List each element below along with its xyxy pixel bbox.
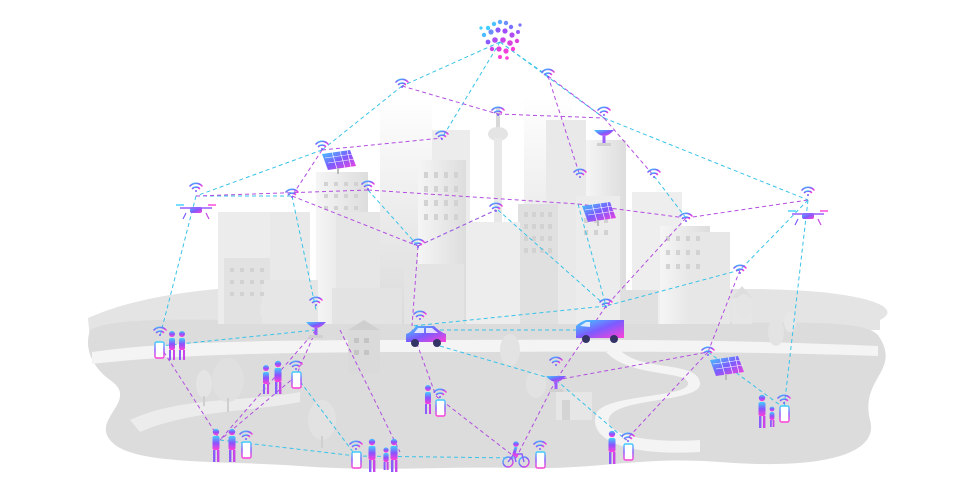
wifi-icon xyxy=(395,78,409,88)
wifi-icon xyxy=(285,188,299,198)
person-icon xyxy=(425,385,431,414)
smartphone-icon xyxy=(154,341,165,359)
wifi-icon xyxy=(599,298,613,308)
person-icon xyxy=(212,428,220,462)
wifi-icon xyxy=(597,106,611,116)
wifi-icon xyxy=(777,394,791,404)
person-icon xyxy=(608,430,616,464)
drone-icon xyxy=(788,210,828,226)
smartphone-icon xyxy=(535,451,546,469)
wifi-icon xyxy=(541,68,555,78)
wifi-icon xyxy=(411,238,425,248)
wifi-icon xyxy=(489,202,503,212)
tree-icon xyxy=(260,298,276,322)
wifi-icon xyxy=(309,296,323,306)
tree-icon xyxy=(526,370,546,398)
person-icon xyxy=(274,360,282,394)
wifi-icon xyxy=(315,140,329,150)
building xyxy=(518,204,558,324)
wifi-icon xyxy=(573,168,587,178)
tree-icon xyxy=(212,358,244,412)
person-icon xyxy=(390,438,398,472)
wifi-icon xyxy=(239,430,253,440)
building xyxy=(332,288,402,324)
wifi-icon xyxy=(533,440,547,450)
wifi-icon xyxy=(701,346,715,356)
van-icon xyxy=(576,320,624,343)
cyclist-icon xyxy=(502,441,530,468)
satellite-dish-icon xyxy=(594,130,614,146)
satellite-dish-icon xyxy=(546,376,566,392)
solar-panel-icon xyxy=(710,355,744,380)
wifi-icon xyxy=(801,186,815,196)
wifi-icon xyxy=(491,106,505,116)
tree-icon xyxy=(196,370,212,406)
wifi-icon xyxy=(361,180,375,190)
wifi-icon xyxy=(433,388,447,398)
solar-panel-icon xyxy=(582,201,616,226)
ground-main xyxy=(88,319,886,469)
smartphone-icon xyxy=(623,443,634,461)
building xyxy=(622,290,658,324)
wifi-icon xyxy=(289,360,303,370)
satellite-dish-icon xyxy=(306,322,326,338)
smartphone-icon xyxy=(291,371,302,389)
house-icon xyxy=(556,392,592,420)
wifi-icon xyxy=(549,356,563,366)
person-icon xyxy=(769,406,775,427)
drone-icon xyxy=(176,204,216,220)
person-icon xyxy=(758,394,766,428)
smartphones xyxy=(154,341,790,469)
wifi-icon xyxy=(435,130,449,140)
person-icon xyxy=(179,331,185,360)
tree-icon xyxy=(736,294,752,318)
person-icon xyxy=(263,365,269,394)
tree-icon xyxy=(308,400,336,448)
wifi-icon xyxy=(413,310,427,320)
person-icon xyxy=(228,428,236,462)
tree-icon xyxy=(768,318,784,346)
building xyxy=(466,222,520,324)
smartphone-icon xyxy=(351,451,362,469)
wifi-icon xyxy=(189,182,203,192)
wifi-icon xyxy=(153,326,167,336)
person-icon xyxy=(368,438,376,472)
wifi-icons xyxy=(153,68,815,450)
person-icon xyxy=(169,331,175,360)
wifi-icon xyxy=(647,168,661,178)
smartphone-icon xyxy=(779,405,790,423)
car-icon xyxy=(406,326,446,347)
house-icon xyxy=(348,320,380,374)
solar-panel-icon xyxy=(322,149,356,174)
wifi-icon xyxy=(349,440,363,450)
wifi-icon xyxy=(733,264,747,274)
tree-icon xyxy=(500,334,520,366)
iota-logo-icon xyxy=(479,19,522,60)
smartphone-icon xyxy=(435,399,446,417)
person-icon xyxy=(383,447,389,470)
road-horizontal xyxy=(92,339,878,364)
wifi-icon xyxy=(679,212,693,222)
smartphone-icon xyxy=(241,441,252,459)
road-curve-left xyxy=(130,392,300,432)
wifi-icon xyxy=(621,432,635,442)
building xyxy=(404,264,464,324)
road-winding xyxy=(595,350,700,453)
people xyxy=(169,331,775,472)
